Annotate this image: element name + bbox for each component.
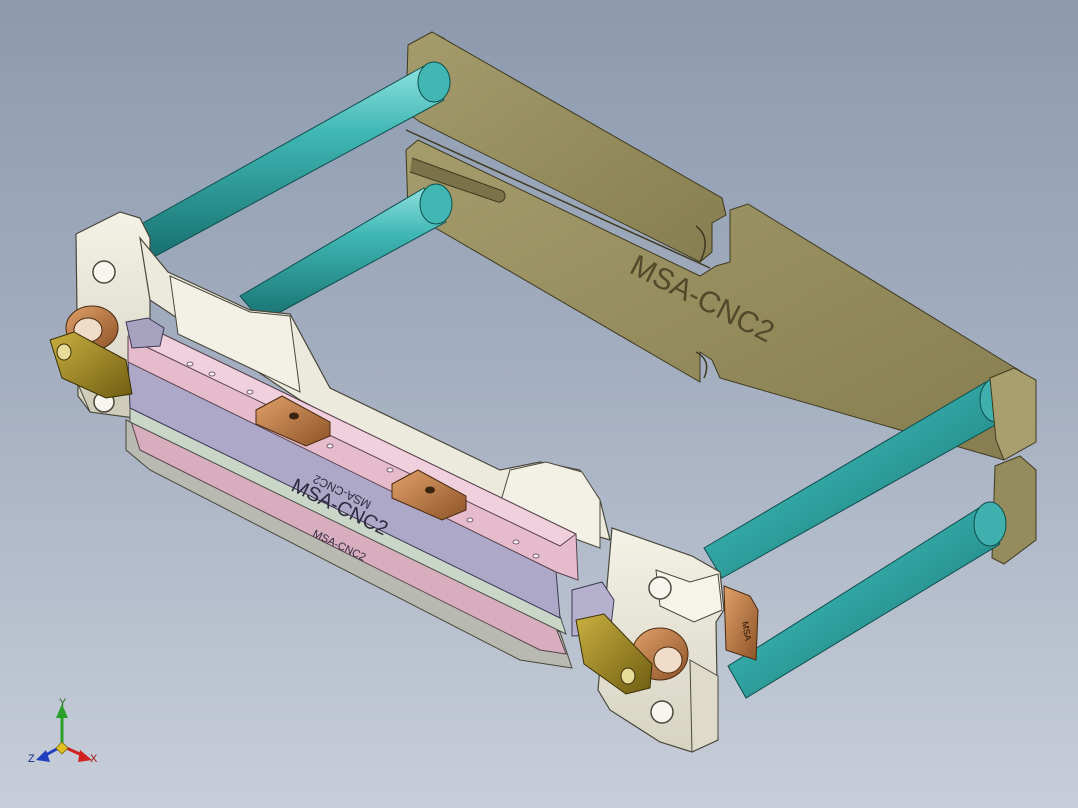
frame-right-hole-bottom <box>650 700 674 724</box>
frame-ramp-left <box>169 275 301 393</box>
clamp-right-block <box>723 585 759 661</box>
copper-pad-right <box>391 469 467 521</box>
frame-right-hole-top <box>648 576 672 600</box>
frame-right-cap <box>655 569 723 623</box>
plate-notch-bottom <box>695 351 708 379</box>
plate-step-upper <box>989 367 1037 461</box>
plate-split <box>405 129 711 269</box>
rod-front-lower <box>727 505 1001 699</box>
coordinate-triad: Y X Z <box>28 697 98 765</box>
copper-pad-left <box>255 395 331 447</box>
bar-holes <box>186 361 540 559</box>
triad-z-arrow <box>36 750 50 762</box>
jaw-left <box>125 317 165 349</box>
triad-x-label: X <box>90 753 98 765</box>
rod-back-lower-end <box>419 183 453 225</box>
frame-right-foot <box>689 659 719 753</box>
toggle-clamp-left[interactable] <box>49 305 133 399</box>
plate-notch-top <box>695 225 706 263</box>
copper-pad-right-hole <box>425 486 435 494</box>
plate-slot <box>409 157 506 203</box>
clamp-right-knob-face <box>653 646 683 674</box>
clamp-left-lever-hole <box>56 343 72 361</box>
rod-front-lower-end <box>973 501 1007 547</box>
triad-origin <box>55 741 69 755</box>
frame-left-hole-top <box>92 260 116 284</box>
guide-rods <box>133 61 1037 699</box>
triad-x-arrow <box>78 750 92 762</box>
rod-back-lower <box>239 187 447 323</box>
triad-z-label: Z <box>28 753 35 765</box>
rod-back-upper-end <box>417 61 451 103</box>
clamp-bar: MSA-CNC2 MSA-CNC2 MSA-CNC2 <box>125 317 615 669</box>
clamp-right-block-label: MSA <box>740 621 753 642</box>
copper-pad-left-hole <box>289 412 299 420</box>
clamp-right-lever-hole <box>620 667 636 685</box>
triad-y-label: Y <box>59 697 67 709</box>
toggle-clamp-right[interactable]: MSA <box>575 585 759 695</box>
triad-y-arrow <box>56 704 68 718</box>
